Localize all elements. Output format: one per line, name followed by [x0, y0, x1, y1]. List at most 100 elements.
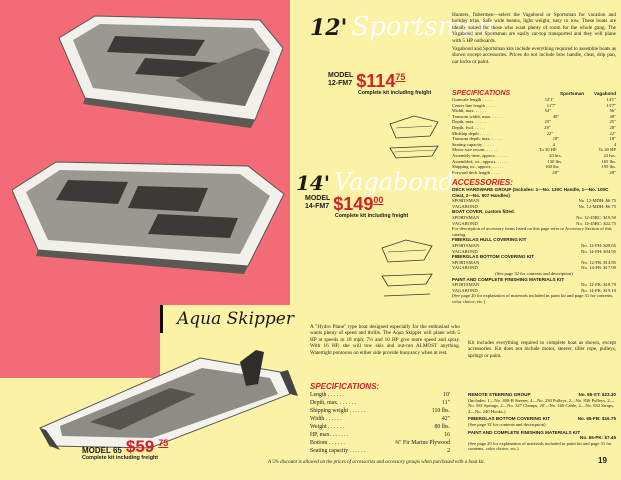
aqua-paint-note: (See page 20 for explanation of material…: [468, 440, 612, 452]
boat-cover-group: BOAT COVER, custom fitted.: [452, 209, 515, 215]
sportsman-profile-diagram: [389, 115, 439, 159]
paint-kit-note: (See page 20 for explanation of material…: [452, 293, 614, 304]
spec-row-label: Depth, max. . . . . .: [452, 119, 487, 125]
boat-cover-item: VAGABOND No. 14-45BC: $22.75: [452, 221, 616, 227]
boat-cover-note: For description of accessory items liste…: [452, 226, 612, 237]
aqua-spec-value: 11": [442, 400, 450, 406]
vagabond-model-number: 14-FM7: [305, 203, 330, 210]
spec-row-value: 4: [552, 141, 555, 147]
spec-row-value: 165 lbs.: [601, 158, 616, 164]
spec-row: Shipping wt., approx. . . . . .160 lbs.1…: [452, 164, 616, 170]
vagabond-profile-diagram: [381, 239, 433, 297]
accessories-section: ACCESSORIES: DECK HARDWARE GROUP (Includ…: [452, 178, 616, 304]
spec-row-label: Width, max. . . . . .: [452, 108, 487, 114]
aqua-bottom-note: (See page 32 for contents and descriptio…: [468, 421, 546, 427]
remote-steering-row: REMOTE STEERING GROUP No. 65-ST: $23.30: [468, 392, 616, 398]
sportsman-model-number: 12-FM7: [328, 80, 353, 87]
spec-row-label: Assembled, wt., approx. . . . . .: [452, 158, 509, 164]
sportsman-kit-description: Vagabond and Sportsman kits include ever…: [452, 46, 616, 65]
sportsman-title: 12' Sportsman: [310, 12, 495, 42]
spec-row-value: 48": [552, 113, 560, 119]
spec-row-value: 54": [544, 108, 552, 114]
spec-col-vagabond: Vagabond: [594, 91, 616, 96]
aqua-bottom-value: No. 65-FB: $16.75: [577, 416, 616, 422]
boat-cover-item-label: SPORTSMAN: [452, 214, 480, 220]
spec-row-value: To 30 HP: [538, 147, 557, 153]
boat-cover-item-value: No. 14-45BC: $22.75: [576, 220, 616, 226]
vagabond-title: 14' Vagabond: [296, 168, 454, 196]
hull-covering-group: FIBERGLAS HULL COVERING KIT: [452, 237, 527, 243]
remote-steering-value: No. 65-ST: $23.30: [578, 392, 616, 397]
boat-cover-item-value: No. 12-45BC: $19.50: [576, 214, 616, 220]
boat-cover-item: SPORTSMAN No. 12-45BC: $19.50: [452, 215, 616, 221]
spec-row-label: Assembly time, approx. . . . . .: [452, 152, 508, 158]
sportsman-description-text: Hunters, fishermen—select the Vagabond o…: [452, 12, 616, 44]
aqua-paint-label: PAINT AND COMPLETE FINISHING MATERIALS K…: [468, 429, 581, 435]
spec-col-sportsman: Sportsman: [560, 91, 585, 96]
paint-kit-group: PAINT AND COMPLETE FINISHING MATERIALS K…: [452, 276, 565, 282]
spec-row: Gunwale length . . . . .12'1"14'1": [452, 97, 616, 103]
spec-row-value: 28": [552, 169, 559, 175]
spec-row-value: 160 lbs.: [545, 164, 560, 170]
aqua-title-banner: Aqua Skipper: [160, 305, 300, 333]
aqua-spec-label: Seating capacity . . . . . .: [310, 448, 366, 454]
deck-item-value: No. 12-MDH: $6.75: [578, 198, 616, 204]
spec-row-value: 56": [609, 108, 616, 114]
aqua-spec-value: 110 lbs.: [431, 408, 450, 414]
aqua-spec-rows: Length . . . . . .10'Depth, max. . . . .…: [310, 391, 450, 455]
spec-row-label: Transom width, max. . . . . .: [452, 113, 503, 119]
spec-row-label: Forward deck length . . . . .: [452, 169, 502, 175]
spec-row-value: 130 lbs.: [547, 158, 563, 164]
spec-row: Depth, fwd. . . . . .28"28": [452, 125, 616, 131]
spec-row-label: Shipping wt., approx. . . . . .: [452, 164, 504, 170]
aqua-spec-heading: SPECIFICATIONS:: [310, 382, 380, 391]
boat-cover-item-label: VAGABOND: [452, 220, 478, 226]
sportsman-description: Hunters, fishermen—select the Vagabond o…: [452, 12, 616, 65]
aqua-spec-value: 16: [444, 432, 450, 438]
spec-row-value: 20 hrs.: [549, 152, 562, 158]
deck-hardware-group: DECK HARDWARE GROUP (Includes: 1—No. 130…: [452, 187, 609, 198]
spec-row-value: To 40 HP: [598, 147, 616, 153]
spec-row: Motor size recom. . . . . . To 30 HP To 40…: [452, 147, 616, 153]
aqua-spec-row: Bottom . . . . . .⅜" Fir Marine Plywood: [310, 439, 450, 447]
hull-item-value: No. 14-FH: $34.95: [581, 248, 616, 254]
spec-row: Transom depth, max. . . . . .18"18": [452, 136, 616, 142]
remote-steering-label: REMOTE STEERING GROUP: [468, 392, 531, 397]
footer-discount-note: A 5% discount is allowed on the prices o…: [268, 460, 485, 465]
bottom-item-label: SPORTSMAN: [452, 259, 480, 265]
aqua-spec-value: 2: [447, 448, 450, 454]
aqua-description: A "Hydro Plane" type boat designed espec…: [310, 324, 460, 356]
aqua-accessories: REMOTE STEERING GROUP No. 65-ST: $23.30 …: [468, 392, 616, 452]
vagabond-name: Vagabond: [333, 168, 454, 196]
aqua-spec-row: Shipping weight . . . . . . 110 lbs.: [310, 407, 450, 415]
spec-row-value: 48": [609, 113, 616, 119]
aqua-spec-label: Shipping weight . . . . . .: [310, 408, 366, 414]
aqua-spec-value: 80 lbs.: [434, 424, 450, 430]
spec-row-label: Transom depth, max. . . . . .: [452, 136, 503, 142]
spec-row-value: 11'7": [546, 102, 557, 108]
hull-item-value: No. 12-FH: $29.65: [581, 242, 616, 248]
aqua-spec-value: ⅜" Fir Marine Plywood: [394, 440, 450, 446]
paint-item-value: No. 14-FK: $19.10: [581, 287, 616, 293]
vagabond-price: $149: [333, 194, 374, 214]
aqua-spec-label: Width . . . . . .: [310, 416, 342, 422]
accessories-heading: ACCESSORIES:: [452, 178, 513, 187]
bottom-covering-note: (See page 32 for contents and descriptio…: [495, 270, 573, 276]
vagabond-price-cents: 00: [373, 195, 384, 205]
spec-row-label: Motor size recom. . . . . .: [452, 147, 498, 153]
spec-row-label: Gunwale length . . . . .: [452, 97, 493, 102]
vagabond-size: 14': [296, 171, 330, 195]
sportsman-kit-note: Complete kit including freight: [358, 90, 432, 96]
spec-row-value: 25": [609, 119, 616, 125]
spec-rows: Gunwale length . . . . .12'1"14'1"Center…: [452, 97, 616, 175]
aqua-spec-label: Length . . . . . .: [310, 392, 344, 398]
spec-row: Center line length . . . . .11'7"13'7": [452, 103, 616, 109]
